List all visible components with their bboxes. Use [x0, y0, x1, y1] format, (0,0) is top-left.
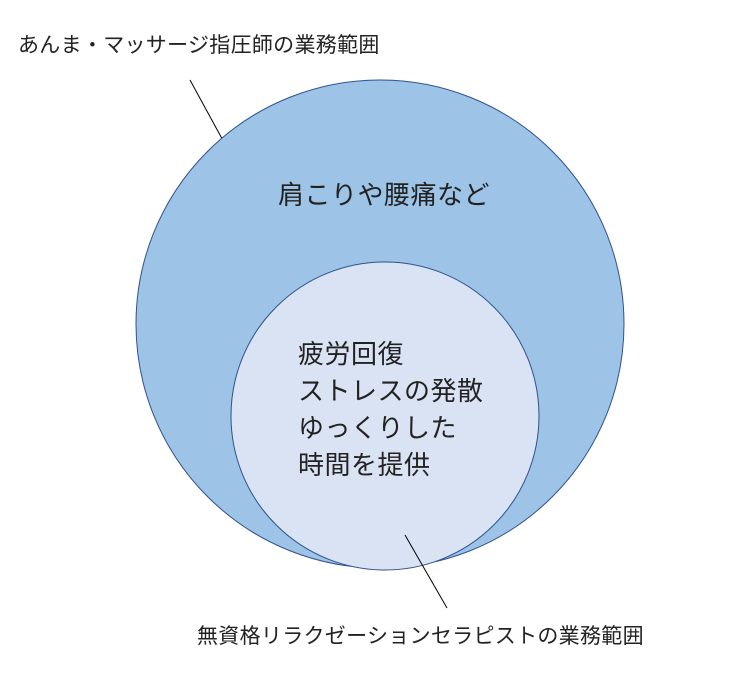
- inner-content-line: ストレスの発散: [298, 377, 484, 407]
- inner-content-line: 疲労回復: [298, 340, 405, 370]
- outer-scope-caption: あんま・マッサージ指圧師の業務範囲: [18, 33, 380, 57]
- inner-scope-content: 疲労回復 ストレスの発散 ゆっくりした 時間を提供: [298, 337, 484, 485]
- inner-leader-line: [404, 534, 448, 609]
- outer-scope-content: 肩こりや腰痛など: [278, 181, 491, 211]
- inner-circle: [230, 261, 540, 571]
- inner-scope-caption: 無資格リラクゼーションセラピストの業務範囲: [197, 624, 644, 648]
- inner-content-line: 時間を提供: [298, 451, 431, 481]
- inner-content-line: ゆっくりした: [298, 414, 458, 444]
